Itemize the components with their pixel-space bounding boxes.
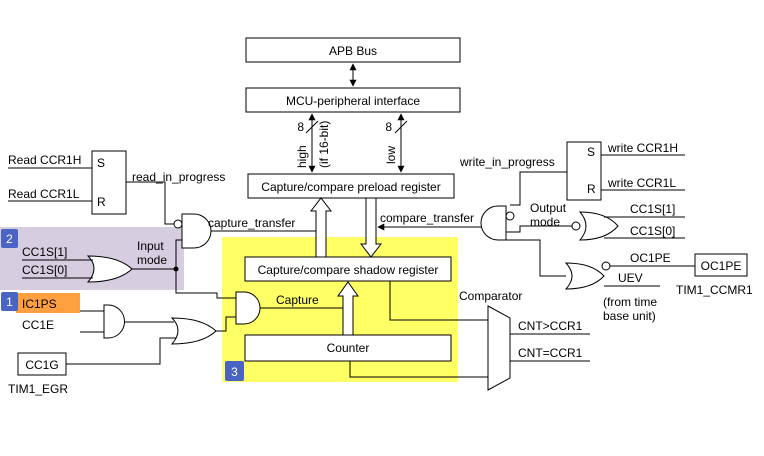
svg-text:2: 2 xyxy=(6,232,13,246)
svg-text:CC1G: CC1G xyxy=(25,358,58,372)
bus-width-low: 8 xyxy=(385,120,392,134)
capture-transfer-label: capture_transfer xyxy=(208,216,295,230)
apb-bus-block: APB Bus xyxy=(245,37,461,63)
ic1ps-highlight xyxy=(16,293,80,313)
cc1s1-right-label: CC1S[1] xyxy=(630,202,675,216)
bus-low-label: low xyxy=(384,146,398,164)
bus-high-label: high xyxy=(295,145,309,168)
svg-text:Capture/compare shadow registe: Capture/compare shadow register xyxy=(258,263,439,277)
ic1ps-cc1e-and-gate xyxy=(103,304,125,339)
svg-text:MCU-peripheral interface: MCU-peripheral interface xyxy=(286,94,420,108)
compare-transfer-label: compare_transfer xyxy=(380,211,474,225)
write-flipflop: S R xyxy=(566,141,602,201)
shadow-register-block: Capture/compare shadow register xyxy=(244,256,452,282)
comparator-block xyxy=(487,305,511,391)
capture-label: Capture xyxy=(276,293,319,307)
uev-label: UEV xyxy=(618,271,643,285)
capture-transfer-up-arrow xyxy=(309,197,333,259)
tim1-egr-label: TIM1_EGR xyxy=(8,382,68,396)
svg-text:S: S xyxy=(587,145,595,159)
badge-2: 2 xyxy=(1,229,18,248)
svg-text:R: R xyxy=(587,182,596,196)
cc1s0-right-label: CC1S[0] xyxy=(630,224,675,238)
svg-text:OC1PE: OC1PE xyxy=(701,259,742,273)
cnt-gt-ccr1-label: CNT>CCR1 xyxy=(518,319,583,333)
compare-transfer-down-arrow xyxy=(359,197,383,258)
cc1e-label: CC1E xyxy=(22,318,54,332)
read-ccr1h-label: Read CCR1H xyxy=(8,153,81,167)
preload-register-block: Capture/compare preload register xyxy=(247,173,455,199)
counter-block: Counter xyxy=(244,334,452,362)
write-ccr1l-label: write CCR1L xyxy=(607,176,676,190)
svg-text:S: S xyxy=(97,156,105,170)
read-ccr1l-label: Read CCR1L xyxy=(8,187,80,201)
write-ccr1h-label: write CCR1H xyxy=(607,141,678,155)
input-mode-or-gate xyxy=(86,255,133,283)
oc1pe-block: OC1PE xyxy=(694,253,748,277)
capture-or-gate xyxy=(170,317,217,345)
svg-text:3: 3 xyxy=(231,365,238,379)
write-in-progress-label: write_in_progress xyxy=(459,155,555,169)
output-mode-nor-gate xyxy=(571,211,619,241)
tim1-ccmr1-label: TIM1_CCMR1 xyxy=(676,283,753,297)
from-time-base-label: (from time base unit) xyxy=(603,295,660,323)
capture-up-arrow xyxy=(337,281,359,336)
read-flipflop: S R xyxy=(91,150,127,215)
cc1s1-left-label: CC1S[1] xyxy=(22,245,67,259)
svg-text:R: R xyxy=(97,195,106,209)
capture-and-gate xyxy=(235,291,261,325)
cnt-eq-ccr1-label: CNT=CCR1 xyxy=(518,346,583,360)
cc1s0-left-label: CC1S[0] xyxy=(22,263,67,277)
ic1ps-label: IC1PS xyxy=(22,297,57,311)
capture-transfer-and-gate xyxy=(173,213,212,249)
comparator-label: Comparator xyxy=(459,289,522,303)
svg-text:APB Bus: APB Bus xyxy=(329,44,377,58)
svg-text:1: 1 xyxy=(6,295,13,309)
badge-3: 3 xyxy=(225,361,244,381)
svg-text:Capture/compare preload regist: Capture/compare preload register xyxy=(261,180,440,194)
bus-if16-label: (if 16-bit) xyxy=(317,121,331,168)
bus-low-slash xyxy=(394,120,408,134)
output-mode-label: Output mode xyxy=(530,201,569,229)
bus-high-slash xyxy=(305,120,319,134)
cc1g-block: CC1G xyxy=(17,352,67,376)
input-mode-label: Input mode xyxy=(137,239,167,267)
compare-transfer-and-gate xyxy=(480,205,515,241)
read-in-progress-label: read_in_progress xyxy=(132,170,225,184)
oc1pe-uev-nand-gate xyxy=(564,261,611,290)
badge-1: 1 xyxy=(1,292,18,311)
bus-width-high: 8 xyxy=(297,120,304,134)
svg-text:Counter: Counter xyxy=(327,341,370,355)
oc1pe-label: OC1PE xyxy=(630,251,671,265)
mcu-peripheral-interface-block: MCU-peripheral interface xyxy=(245,87,461,113)
